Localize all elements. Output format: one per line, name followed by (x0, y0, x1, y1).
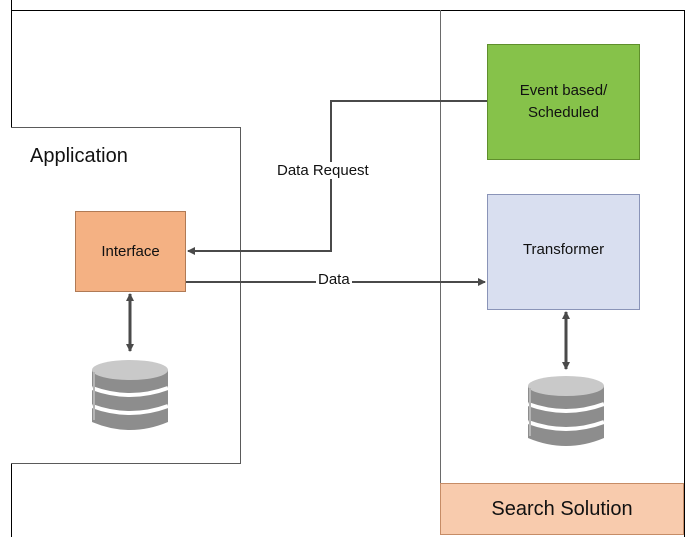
application-title: Application (30, 145, 128, 167)
interface-label: Interface (101, 242, 160, 260)
transformer-box: Transformer (487, 194, 640, 310)
search-solution-divider (440, 10, 441, 483)
event-label-line2: Scheduled (528, 104, 599, 121)
outer-frame-top-line (11, 10, 685, 11)
interface-box: Interface (75, 211, 186, 292)
data-label: Data (316, 271, 352, 288)
search-solution-footer: Search Solution (440, 483, 684, 535)
database-icon (91, 360, 169, 430)
search-solution-title: Search Solution (491, 497, 633, 520)
database-icon (527, 376, 605, 446)
event-scheduled-box: Event based/ Scheduled (487, 44, 640, 160)
event-label-line1: Event based/ (519, 82, 608, 99)
data-request-label: Data Request (275, 162, 371, 179)
transformer-label: Transformer (522, 241, 605, 258)
